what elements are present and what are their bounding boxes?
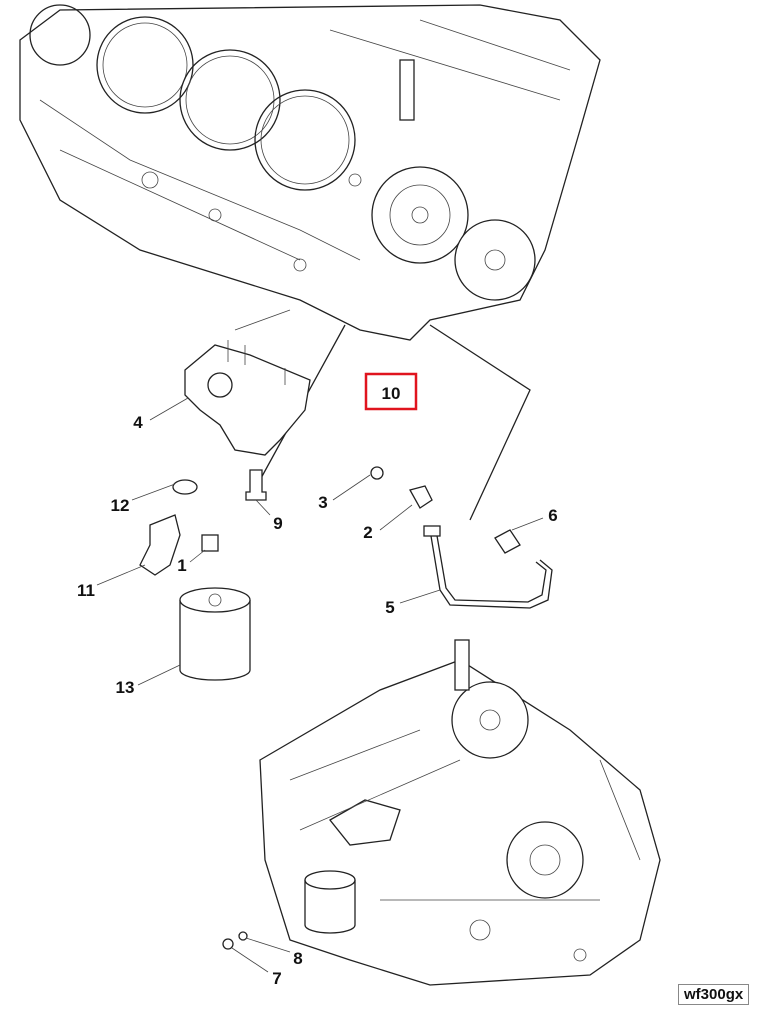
callout-7[interactable]: 7 xyxy=(272,969,281,988)
callout-1[interactable]: 1 xyxy=(177,556,186,575)
callout-4[interactable]: 4 xyxy=(133,413,143,432)
engine-block-top xyxy=(19,4,601,341)
o-ring-part-12 xyxy=(172,479,198,495)
washer-part-8 xyxy=(238,931,248,941)
engine-block-bottom xyxy=(259,639,661,986)
filter-head-part-4 xyxy=(184,340,311,456)
oil-filter-part-13 xyxy=(179,587,251,681)
highlight-box-10 xyxy=(364,372,418,411)
callout-5[interactable]: 5 xyxy=(385,598,394,617)
callout-12[interactable]: 12 xyxy=(111,496,130,515)
callout-10[interactable]: 10 xyxy=(382,384,401,403)
callout-3[interactable]: 3 xyxy=(318,493,327,512)
callout-6[interactable]: 6 xyxy=(548,506,557,525)
routing-lines xyxy=(259,324,531,521)
elbow-part-11 xyxy=(139,514,181,576)
callout-11[interactable]: 11 xyxy=(77,581,95,600)
bolt-part-9 xyxy=(245,469,267,501)
callout-8[interactable]: 8 xyxy=(293,949,302,968)
callout-9[interactable]: 9 xyxy=(273,514,282,533)
plug-part-7 xyxy=(222,938,234,950)
callout-13[interactable]: 13 xyxy=(116,678,135,697)
leader-lines xyxy=(96,397,544,973)
fitting-part-6 xyxy=(494,529,521,554)
tube-part-5 xyxy=(429,529,553,609)
nipple-part-1 xyxy=(201,534,219,552)
washer-part-3 xyxy=(370,466,384,480)
drawing-code-label: wf300gx xyxy=(678,984,750,1005)
fitting-part-2 xyxy=(409,485,433,509)
callout-2[interactable]: 2 xyxy=(363,523,372,542)
